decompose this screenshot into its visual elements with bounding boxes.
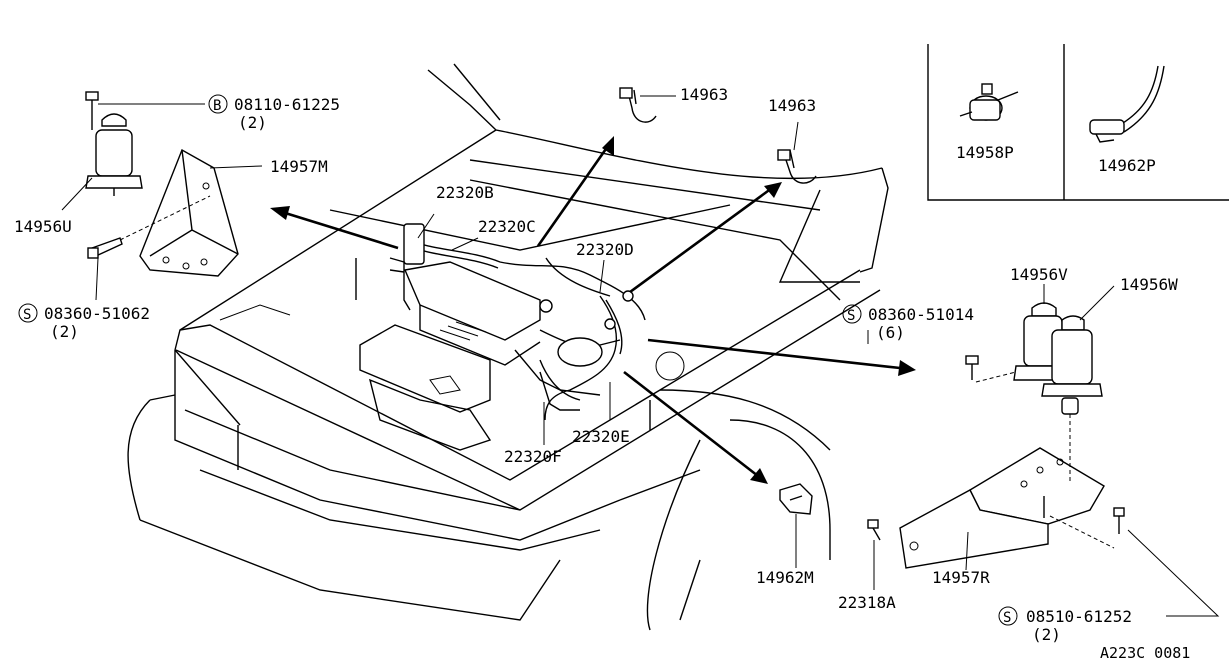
arrows — [270, 136, 916, 484]
callout-08110: B 08110-61225 (2) — [208, 94, 340, 132]
leader-22320d — [599, 259, 605, 293]
label-14957r: 14957R — [932, 568, 990, 587]
label-14957m: 14957M — [270, 157, 328, 176]
label-08360-51014: 08360-51014 — [868, 305, 974, 324]
engine-block — [359, 261, 621, 451]
dashed-line-bolt — [119, 195, 211, 241]
label-14956w: 14956W — [1120, 275, 1178, 294]
arrowhead-14956vw — [898, 360, 916, 376]
label-22320e: 22320E — [572, 427, 630, 446]
diagram-code: A223C 0081 — [1100, 644, 1190, 662]
leader-22320b — [417, 213, 435, 239]
label-14962m: 14962M — [756, 568, 814, 587]
callout-08360-51014: S 08360-51014 (6) — [842, 304, 974, 342]
arrow-to-14963-a — [536, 145, 610, 247]
arrow-to-14963-b — [629, 186, 773, 294]
arrow-to-14957m — [281, 210, 399, 250]
leader-08360-51062 — [95, 257, 99, 301]
label-22320b: 22320B — [436, 183, 494, 202]
label-14962p: 14962P — [1098, 156, 1156, 175]
label-08110-61225: 08110-61225 — [234, 95, 340, 114]
leader-14957m — [209, 165, 263, 169]
bracket-14957r-icon — [899, 447, 1105, 569]
label-14956v: 14956V — [1010, 265, 1068, 284]
arrowhead-14963-a — [602, 136, 614, 156]
leader-08510 — [1127, 529, 1220, 617]
inset-box — [927, 44, 1229, 201]
label-08360-51062: 08360-51062 — [44, 304, 150, 323]
label-14963-a: 14963 — [680, 85, 728, 104]
leader-14956w — [1079, 285, 1115, 321]
car-body-outline — [127, 63, 889, 631]
bracket-14957m-icon — [139, 148, 239, 277]
arrow-to-14956vw — [647, 338, 901, 370]
screw-08510-61252-icon — [1113, 507, 1125, 534]
bolt-08360-51062-icon — [87, 237, 123, 259]
leader-22320c — [451, 237, 479, 251]
qty-08360-51014: (6) — [876, 323, 905, 342]
solenoid-14956u-icon — [85, 91, 143, 196]
screw-08360-51014-icon — [965, 355, 979, 380]
callout-08510-61252: S 08510-61252 (2) — [998, 606, 1132, 644]
qty-08360-51062: (2) — [50, 322, 79, 341]
clip-14963-a-icon — [619, 87, 657, 123]
screw-22318a-icon — [867, 519, 881, 541]
hose-clip-14962p-icon — [1089, 65, 1165, 143]
label-14958p: 14958P — [956, 143, 1014, 162]
leader-14957r — [965, 531, 969, 571]
label-08510-61252: 08510-61252 — [1026, 607, 1132, 626]
screw-symbol-s: S — [23, 307, 31, 323]
qty-08510: (2) — [1032, 625, 1061, 644]
vacuum-valve-14958p-icon — [959, 83, 1019, 121]
leader-14956u — [61, 177, 93, 211]
arrow-to-14962m — [623, 370, 759, 478]
clip-14963-b-icon — [777, 149, 817, 184]
label-14963-b: 14963 — [768, 96, 816, 115]
label-14956u: 14956U — [14, 217, 72, 236]
solenoid-14956w-icon — [1041, 315, 1103, 415]
label-22318a: 22318A — [838, 593, 896, 612]
clip-14962m-icon — [779, 483, 813, 515]
callout-08360-51062: S 08360-51062 (2) — [18, 303, 150, 341]
arrowhead-14957m — [270, 206, 290, 220]
screw-symbol-s: S — [1003, 610, 1011, 626]
dashed-line-screw — [975, 371, 1017, 383]
screw-symbol-s: S — [847, 308, 855, 324]
leader-14963-b — [793, 121, 799, 151]
wiring-harness — [389, 223, 646, 421]
qty-08110: (2) — [238, 113, 267, 132]
label-22320c: 22320C — [478, 217, 536, 236]
bolt-symbol-b: B — [213, 98, 221, 114]
arrowhead-14962m — [750, 468, 768, 484]
label-22320d: 22320D — [576, 240, 634, 259]
label-22320f: 22320F — [504, 447, 562, 466]
arrowhead-14963-b — [764, 182, 782, 198]
dashed-line-screw-2 — [1049, 515, 1115, 549]
